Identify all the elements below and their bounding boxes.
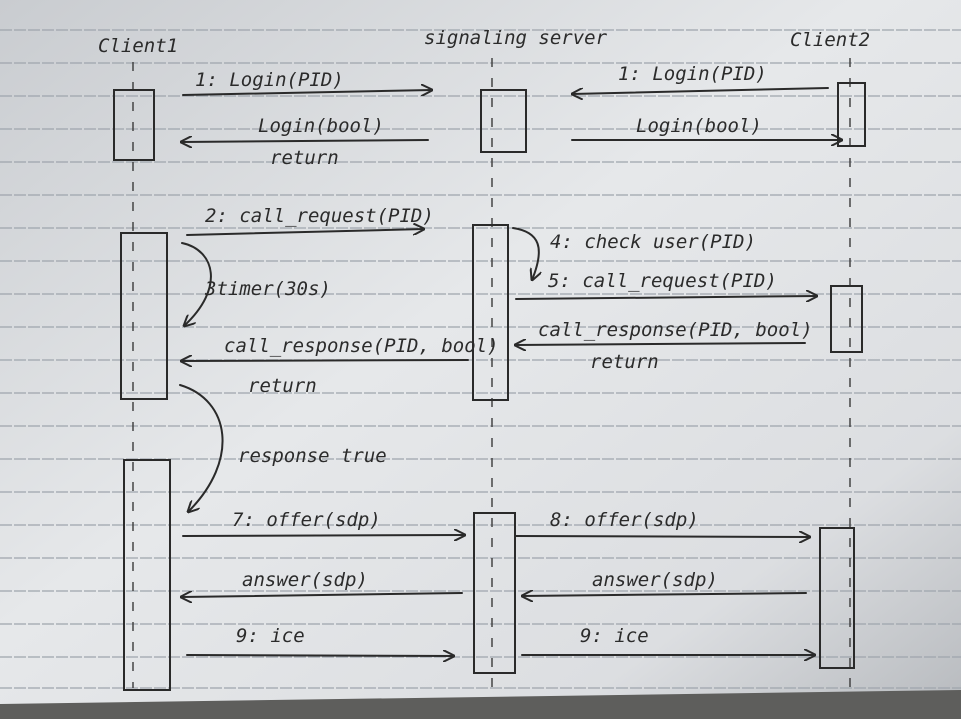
activation-client2-offer [819,527,855,669]
activation-boxes [113,82,866,691]
label-call-response-right-return: return [590,351,659,373]
arrow-offer-right [515,536,810,537]
activation-server-login [480,89,527,153]
activation-client2-call [830,285,863,353]
lifelines [132,58,851,690]
label-call-response-right: call_response(PID, bool) [538,319,813,341]
label-login-return-left: Login(bool) [258,115,384,137]
participant-client1: Client1 [98,35,178,57]
arrow-call-response-left [181,360,469,361]
label-offer-right: 8: offer(sdp) [550,509,699,531]
paper-sheet [0,0,961,704]
message-labels: 1: Login(PID) 1: Login(PID) Login(bool) … [195,63,813,647]
label-call-request-c2: 5: call_request(PID) [548,270,777,292]
arrow-check-user [512,227,539,280]
label-call-request: 2: call_request(PID) [205,205,434,227]
arrow-login-left [182,90,432,95]
label-return-left: return [270,147,339,169]
participant-client2: Client2 [790,29,870,51]
activation-client2-login [837,82,866,147]
label-login-left: 1: Login(PID) [195,69,344,91]
arrow-call-request [186,229,424,236]
arrow-ice-left [186,655,454,656]
participant-server: signaling server [424,27,608,49]
label-ice-left: 9: ice [236,625,305,647]
label-answer-right: answer(sdp) [592,569,718,591]
label-offer-left: 7: offer(sdp) [232,509,381,531]
label-response-true: response true [238,445,387,467]
label-login-return-right: Login(bool) [636,115,762,137]
label-call-response-left: call_response(PID, bool) [224,335,499,357]
arrow-login-right [572,87,829,94]
activation-client1-login [113,89,155,161]
label-check-user: 4: check user(PID) [550,231,756,253]
arrow-answer-right [522,593,807,596]
label-login-right: 1: Login(PID) [618,63,767,85]
arrow-call-response-right [515,343,806,345]
label-call-response-left-return: return [248,375,317,397]
activation-server-offer [473,512,516,674]
message-arrows [179,87,843,656]
label-answer-left: answer(sdp) [242,569,368,591]
label-ice-right: 9: ice [580,625,649,647]
arrow-offer-left [182,535,465,536]
arrow-timer [181,242,212,326]
activation-client1-call [120,232,168,400]
label-timer: 3timer(30s) [204,278,331,300]
arrow-login-return-left [181,140,429,142]
arrow-call-request-c2 [515,296,817,299]
arrow-response-true [179,384,224,512]
activation-server-call [472,224,509,401]
activation-client1-offer [123,459,171,691]
arrow-answer-left [181,593,463,597]
